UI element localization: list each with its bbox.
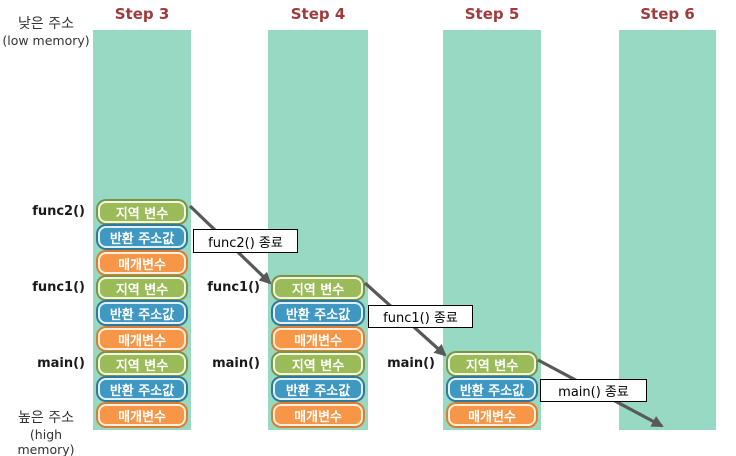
function-label: func1() <box>207 280 260 295</box>
stack-box-parameter: 매개변수 <box>448 404 536 426</box>
function-label: main() <box>212 356 260 371</box>
function-label: func2() <box>32 204 85 219</box>
stack-box-local-variable: 지역 변수 <box>98 201 186 223</box>
stack-column <box>619 30 716 430</box>
step-title: Step 6 <box>640 5 695 23</box>
stack-box-return-address: 반환 주소값 <box>448 378 536 400</box>
stack-box-local-variable: 지역 변수 <box>273 353 363 375</box>
function-label: func1() <box>32 280 85 295</box>
stack-box-local-variable: 지역 변수 <box>98 353 186 375</box>
stack-box-parameter: 매개변수 <box>98 328 186 350</box>
low-memory-english: (low memory) <box>2 33 90 48</box>
stack-box-parameter: 매개변수 <box>98 252 186 274</box>
step-title: Step 3 <box>114 5 170 23</box>
stack-box-return-address: 반환 주소값 <box>98 226 186 248</box>
high-memory-label: 높은 주소 (high memory) <box>0 410 92 456</box>
high-memory-korean: 높은 주소 <box>18 410 74 426</box>
stack-box-local-variable: 지역 변수 <box>273 277 363 299</box>
stack-box-return-address: 반환 주소값 <box>98 302 186 324</box>
stack-box-return-address: 반환 주소값 <box>273 378 363 400</box>
low-memory-label: 낮은 주소 (low memory) <box>0 16 92 48</box>
stack-box-local-variable: 지역 변수 <box>448 353 536 375</box>
stack-box-return-address: 반환 주소값 <box>98 378 186 400</box>
termination-callout: main() 종료 <box>540 379 647 402</box>
step-title: Step 5 <box>464 5 520 23</box>
step-title: Step 4 <box>290 5 346 23</box>
stack-box-parameter: 매개변수 <box>98 404 186 426</box>
high-memory-english: (high memory) <box>17 427 75 456</box>
termination-callout: func2() 종료 <box>193 229 298 253</box>
stack-box-return-address: 반환 주소값 <box>273 302 363 324</box>
function-label: main() <box>37 356 85 371</box>
stack-box-local-variable: 지역 변수 <box>98 277 186 299</box>
low-memory-korean: 낮은 주소 <box>18 16 74 32</box>
function-label: main() <box>387 356 435 371</box>
stack-box-parameter: 매개변수 <box>273 328 363 350</box>
stack-box-parameter: 매개변수 <box>273 404 363 426</box>
termination-callout: func1() 종료 <box>368 305 473 328</box>
